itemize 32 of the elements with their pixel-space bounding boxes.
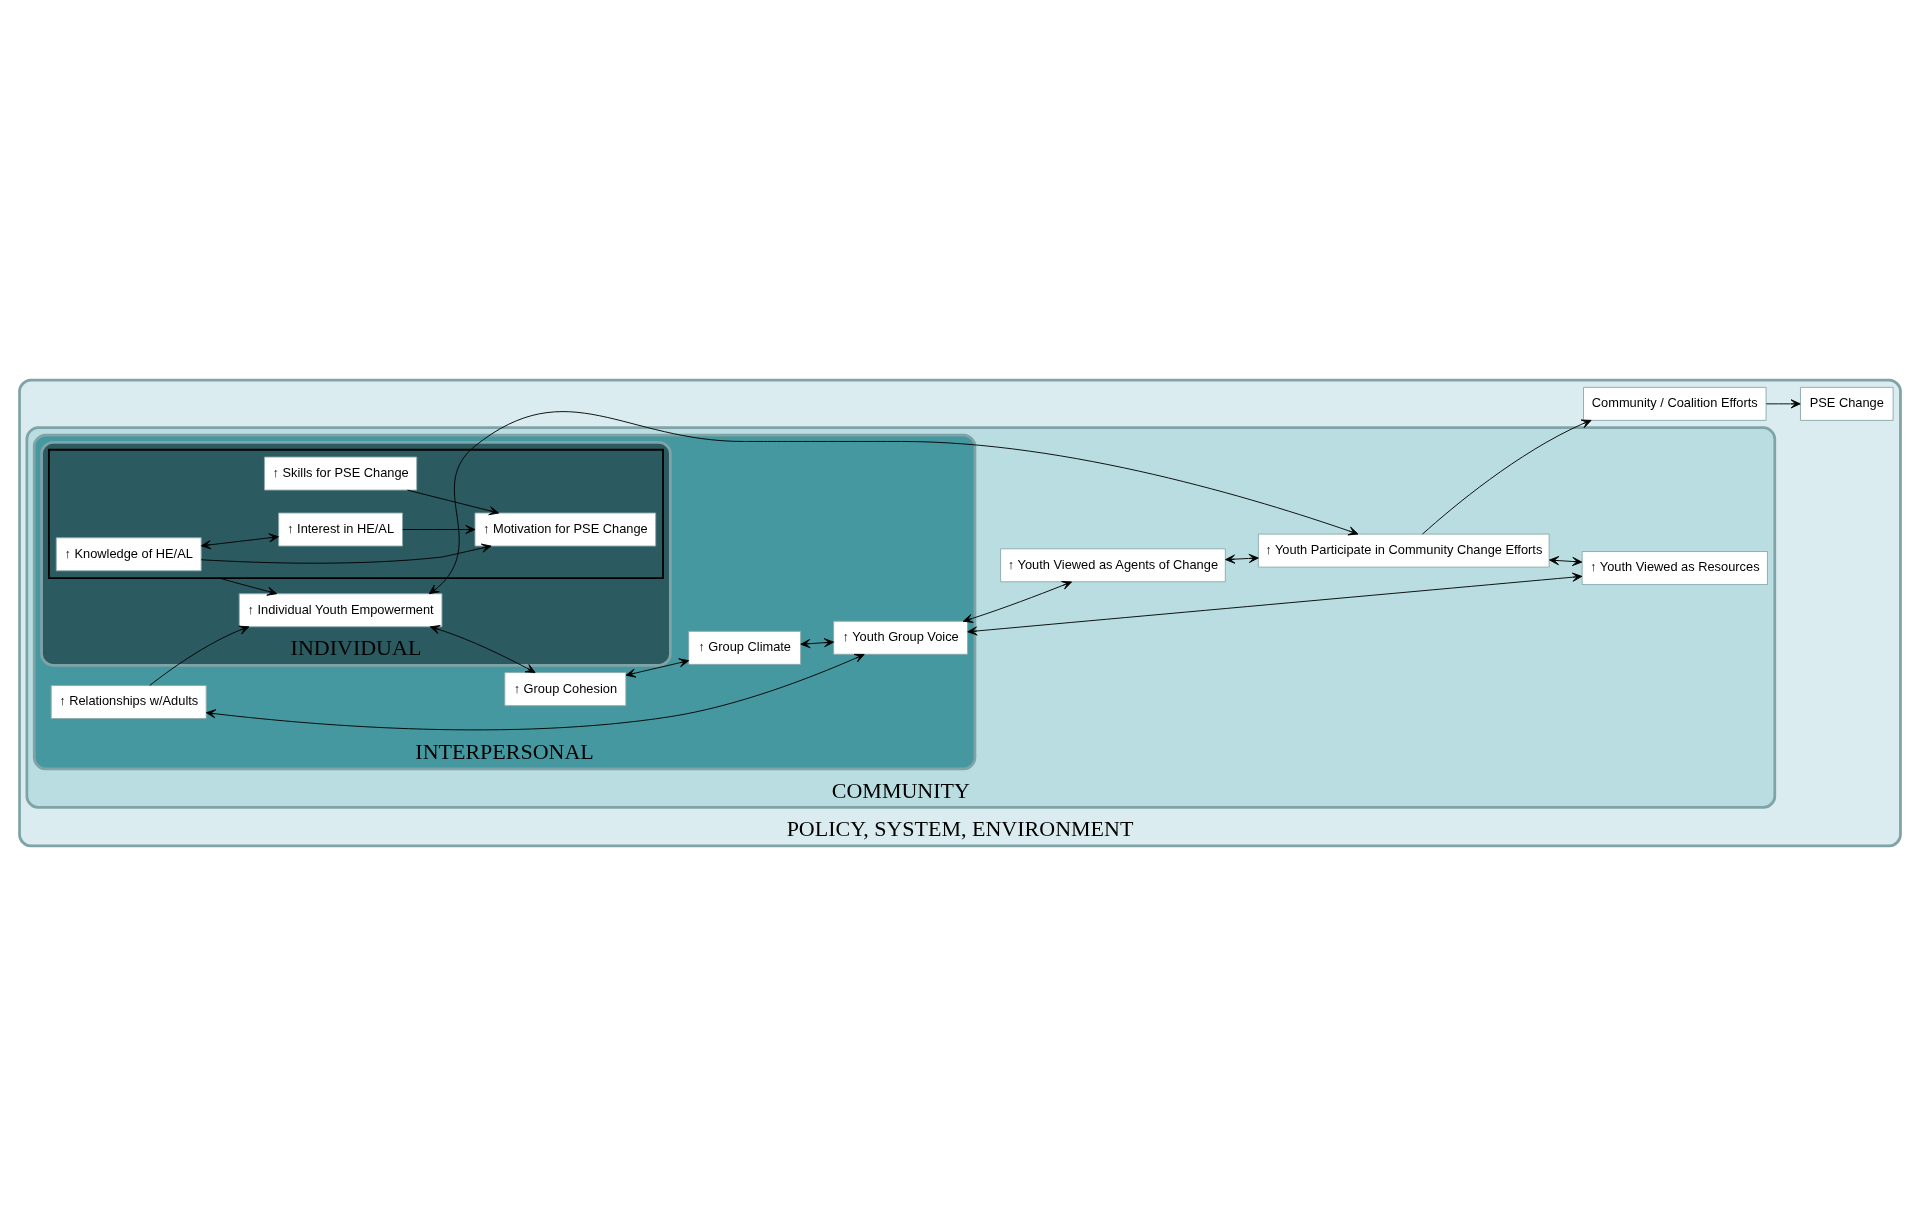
node-box: ↑ Interest in HE/AL xyxy=(278,512,403,546)
arrow xyxy=(1225,553,1259,564)
node-box: Community / Coalition Efforts xyxy=(1583,386,1767,421)
node-box: ↑ Youth Viewed as Agents of Change xyxy=(1000,547,1226,582)
arrow xyxy=(962,580,1073,623)
node-box: ↑ Relationships w/Adults xyxy=(50,684,207,719)
node-box: PSE Change xyxy=(1800,386,1894,421)
arrow xyxy=(1422,419,1592,534)
node-box: ↑ Motivation for PSE Change xyxy=(474,512,657,546)
node-box: ↑ Individual Youth Empowerment xyxy=(238,592,443,627)
arrow xyxy=(625,657,690,678)
arrow xyxy=(402,524,476,534)
node-box: ↑ Skills for PSE Change xyxy=(264,456,418,491)
arrow xyxy=(200,532,279,549)
arrow xyxy=(219,577,278,596)
arrow xyxy=(800,637,834,648)
arrow xyxy=(1549,555,1583,566)
arrow xyxy=(200,543,492,564)
node-box: ↑ Group Cohesion xyxy=(504,671,627,706)
arrow xyxy=(149,625,250,686)
node-box: ↑ Knowledge of HE/AL xyxy=(55,536,202,571)
arrow xyxy=(205,653,865,730)
arrow xyxy=(1765,398,1801,408)
node-box: ↑ Youth Group Voice xyxy=(833,620,969,655)
cluster xyxy=(48,448,664,579)
arrow xyxy=(407,489,500,515)
arrow xyxy=(967,572,1583,636)
arrow xyxy=(428,410,1359,594)
node-box: ↑ Youth Participate in Community Change Efforts xyxy=(1257,533,1550,568)
node-box: ↑ Youth Viewed as Resources xyxy=(1581,550,1768,585)
arrow xyxy=(429,624,536,673)
node-box: ↑ Group Climate xyxy=(688,630,802,665)
